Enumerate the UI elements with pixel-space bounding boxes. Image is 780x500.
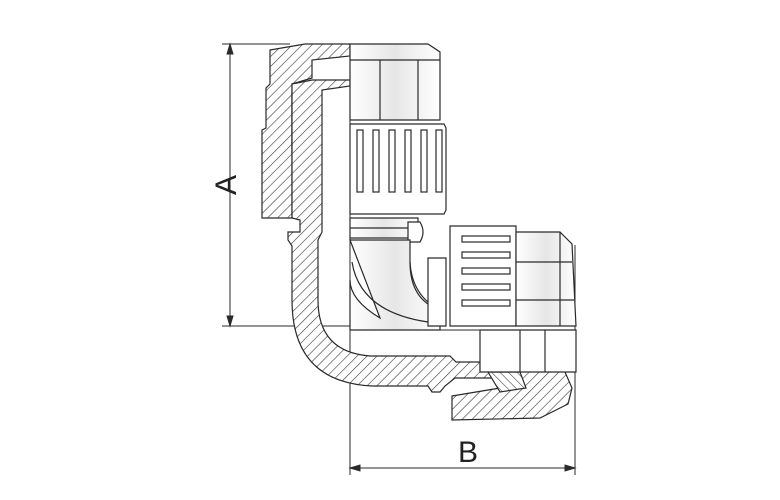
elbow-bend-exterior xyxy=(349,239,441,331)
dimension-b-label: B xyxy=(458,436,478,469)
side-collar xyxy=(427,257,447,327)
elbow-body-section xyxy=(287,79,501,393)
elbow-bend-curve xyxy=(351,261,429,323)
dimension-b-arrow-right xyxy=(564,464,577,472)
right-knurl-ridges xyxy=(461,235,511,307)
top-neck-flare xyxy=(407,221,424,243)
exterior-view xyxy=(349,43,577,373)
top-hex-nut xyxy=(349,43,441,121)
section-view xyxy=(261,43,573,421)
right-hex-nut xyxy=(515,231,577,327)
dimension-a-arrow-top xyxy=(226,42,234,55)
top-knurl-ridges xyxy=(356,129,443,193)
dimension-a-label: A xyxy=(210,175,243,195)
dimension-b-arrow-left xyxy=(348,464,361,472)
dimension-a-arrow-bottom xyxy=(226,315,234,328)
bottom-right-body xyxy=(479,329,577,373)
top-knurled-ring xyxy=(349,123,447,215)
dimension-a xyxy=(222,42,350,328)
